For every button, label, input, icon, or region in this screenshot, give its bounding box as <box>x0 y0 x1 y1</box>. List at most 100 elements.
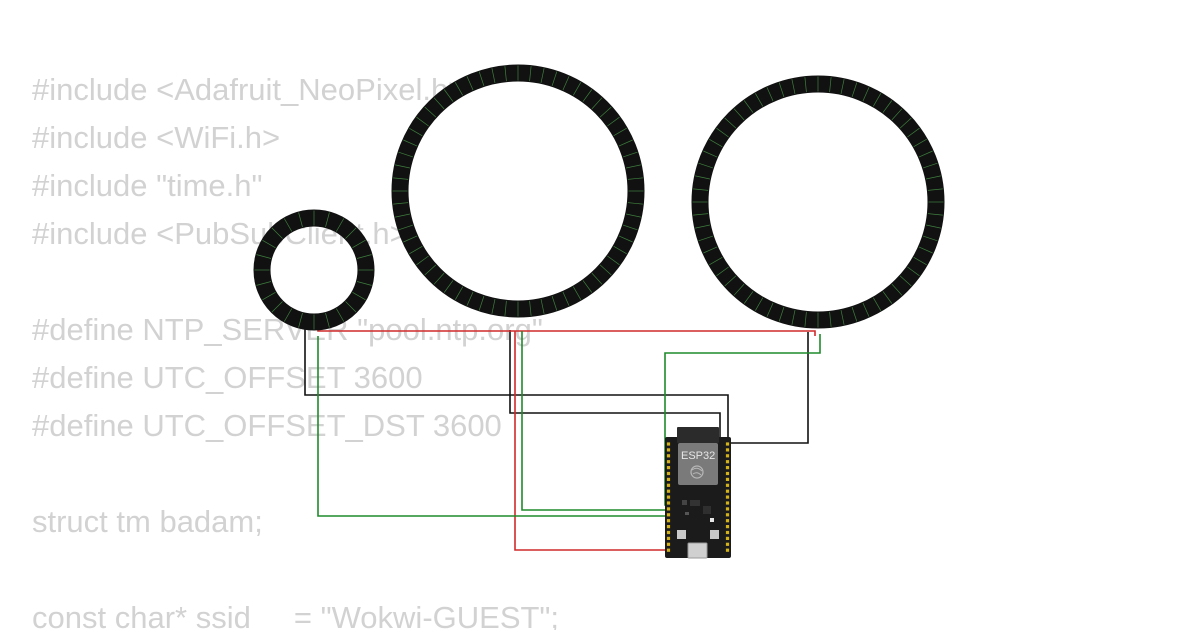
ring-pixel <box>540 68 545 83</box>
wire-data-medium-ring[interactable] <box>521 331 668 511</box>
header-pin[interactable] <box>666 448 671 452</box>
neopixel-ring-medium[interactable] <box>391 64 645 318</box>
ring-pixel <box>551 71 558 87</box>
reset-button[interactable] <box>710 530 719 539</box>
header-pin[interactable] <box>666 460 671 464</box>
ring-pixel <box>424 264 437 276</box>
usb-port[interactable] <box>687 542 708 559</box>
header-pin[interactable] <box>725 466 730 470</box>
ring-pixel <box>899 117 912 129</box>
header-pin[interactable] <box>725 471 730 476</box>
ring-pixel <box>724 117 737 129</box>
header-pin[interactable] <box>725 483 730 487</box>
header-pin[interactable] <box>725 442 730 446</box>
neopixel-ring-small[interactable] <box>253 209 375 331</box>
header-pin[interactable] <box>666 507 671 511</box>
ring-pixel <box>582 280 593 293</box>
header-pin[interactable] <box>666 477 671 481</box>
header-pin[interactable] <box>666 495 671 499</box>
header-pin[interactable] <box>666 489 671 493</box>
ring-pixel <box>851 306 858 322</box>
header-pin[interactable] <box>725 477 730 481</box>
wire-gnd-large-ring[interactable] <box>730 332 809 444</box>
header-pin[interactable] <box>725 495 730 499</box>
header-pin[interactable] <box>725 460 730 464</box>
header-pin[interactable] <box>666 466 671 470</box>
antenna-area <box>677 427 719 443</box>
header-pin[interactable] <box>666 471 671 476</box>
ring-pixel <box>618 139 633 147</box>
ring-pixel <box>766 87 774 102</box>
pin-headers <box>666 442 730 552</box>
header-pin[interactable] <box>666 542 671 546</box>
ring-pixel <box>698 162 714 169</box>
ring-pixel <box>899 275 912 287</box>
ring-pixel <box>922 235 938 242</box>
header-pin[interactable] <box>725 501 730 505</box>
ring-pixel <box>504 66 507 82</box>
header-pin[interactable] <box>666 483 671 487</box>
esp32-board[interactable]: ESP32 <box>665 427 731 559</box>
ring-pixel <box>804 311 807 327</box>
ring-pixel <box>891 108 903 121</box>
ring-pixel <box>703 150 718 158</box>
header-pin[interactable] <box>725 530 730 535</box>
ring-pixel <box>551 295 558 311</box>
header-pin[interactable] <box>725 536 730 540</box>
ring-pixel <box>622 151 638 158</box>
ring-pixel <box>416 116 429 127</box>
header-pin[interactable] <box>666 530 671 535</box>
ring-pixel <box>829 77 832 93</box>
ring-pixel <box>913 138 927 148</box>
header-pin[interactable] <box>725 507 730 511</box>
boot-button[interactable] <box>677 530 686 539</box>
header-pin[interactable] <box>666 501 671 505</box>
header-pin[interactable] <box>666 442 671 446</box>
ring-pixel <box>693 188 709 191</box>
ring-pixel <box>403 139 418 147</box>
wire-vcc-to-board[interactable] <box>514 331 668 551</box>
ring-pixel <box>424 106 437 118</box>
ring-pixel <box>618 235 633 243</box>
ring-body <box>391 64 645 318</box>
header-pin[interactable] <box>666 536 671 540</box>
header-pin[interactable] <box>666 519 671 523</box>
wire-gnd-medium-ring[interactable] <box>509 330 721 440</box>
header-pin[interactable] <box>666 525 671 529</box>
header-pin[interactable] <box>725 454 730 458</box>
ring-pixel <box>766 302 774 317</box>
ring-pixel <box>433 97 445 110</box>
ring-pixel <box>693 213 709 216</box>
wire-vcc-bus[interactable] <box>317 328 816 336</box>
ring-pixel <box>352 291 366 301</box>
header-pin[interactable] <box>725 448 730 452</box>
code-line-8: #define UTC_OFFSET_DST 3600 <box>32 408 502 443</box>
ring-pixel <box>395 213 410 218</box>
header-pin[interactable] <box>725 542 730 546</box>
ring-pixel <box>743 100 754 113</box>
header-pin[interactable] <box>666 454 671 458</box>
ring-pixel <box>599 264 612 276</box>
header-pin[interactable] <box>725 489 730 493</box>
ring-pixel <box>335 218 345 232</box>
ring-pixel <box>262 291 276 301</box>
ring-pixel <box>582 89 593 102</box>
module-shield <box>678 443 718 485</box>
neopixel-ring-large[interactable] <box>691 75 945 329</box>
wire-data-small-ring[interactable] <box>317 336 668 517</box>
ring-pixel <box>298 312 303 328</box>
header-pin[interactable] <box>666 548 671 552</box>
header-pin[interactable] <box>725 513 730 517</box>
header-pin[interactable] <box>725 525 730 529</box>
ring-pixel <box>454 286 464 300</box>
wires <box>304 328 821 551</box>
header-pin[interactable] <box>725 519 730 523</box>
header-pin[interactable] <box>725 548 730 552</box>
ring-pixel <box>562 76 570 91</box>
ring-pixel <box>591 97 603 110</box>
ring-pixel <box>791 79 796 94</box>
header-pin[interactable] <box>666 513 671 517</box>
wire-gnd-small-ring[interactable] <box>304 328 729 440</box>
